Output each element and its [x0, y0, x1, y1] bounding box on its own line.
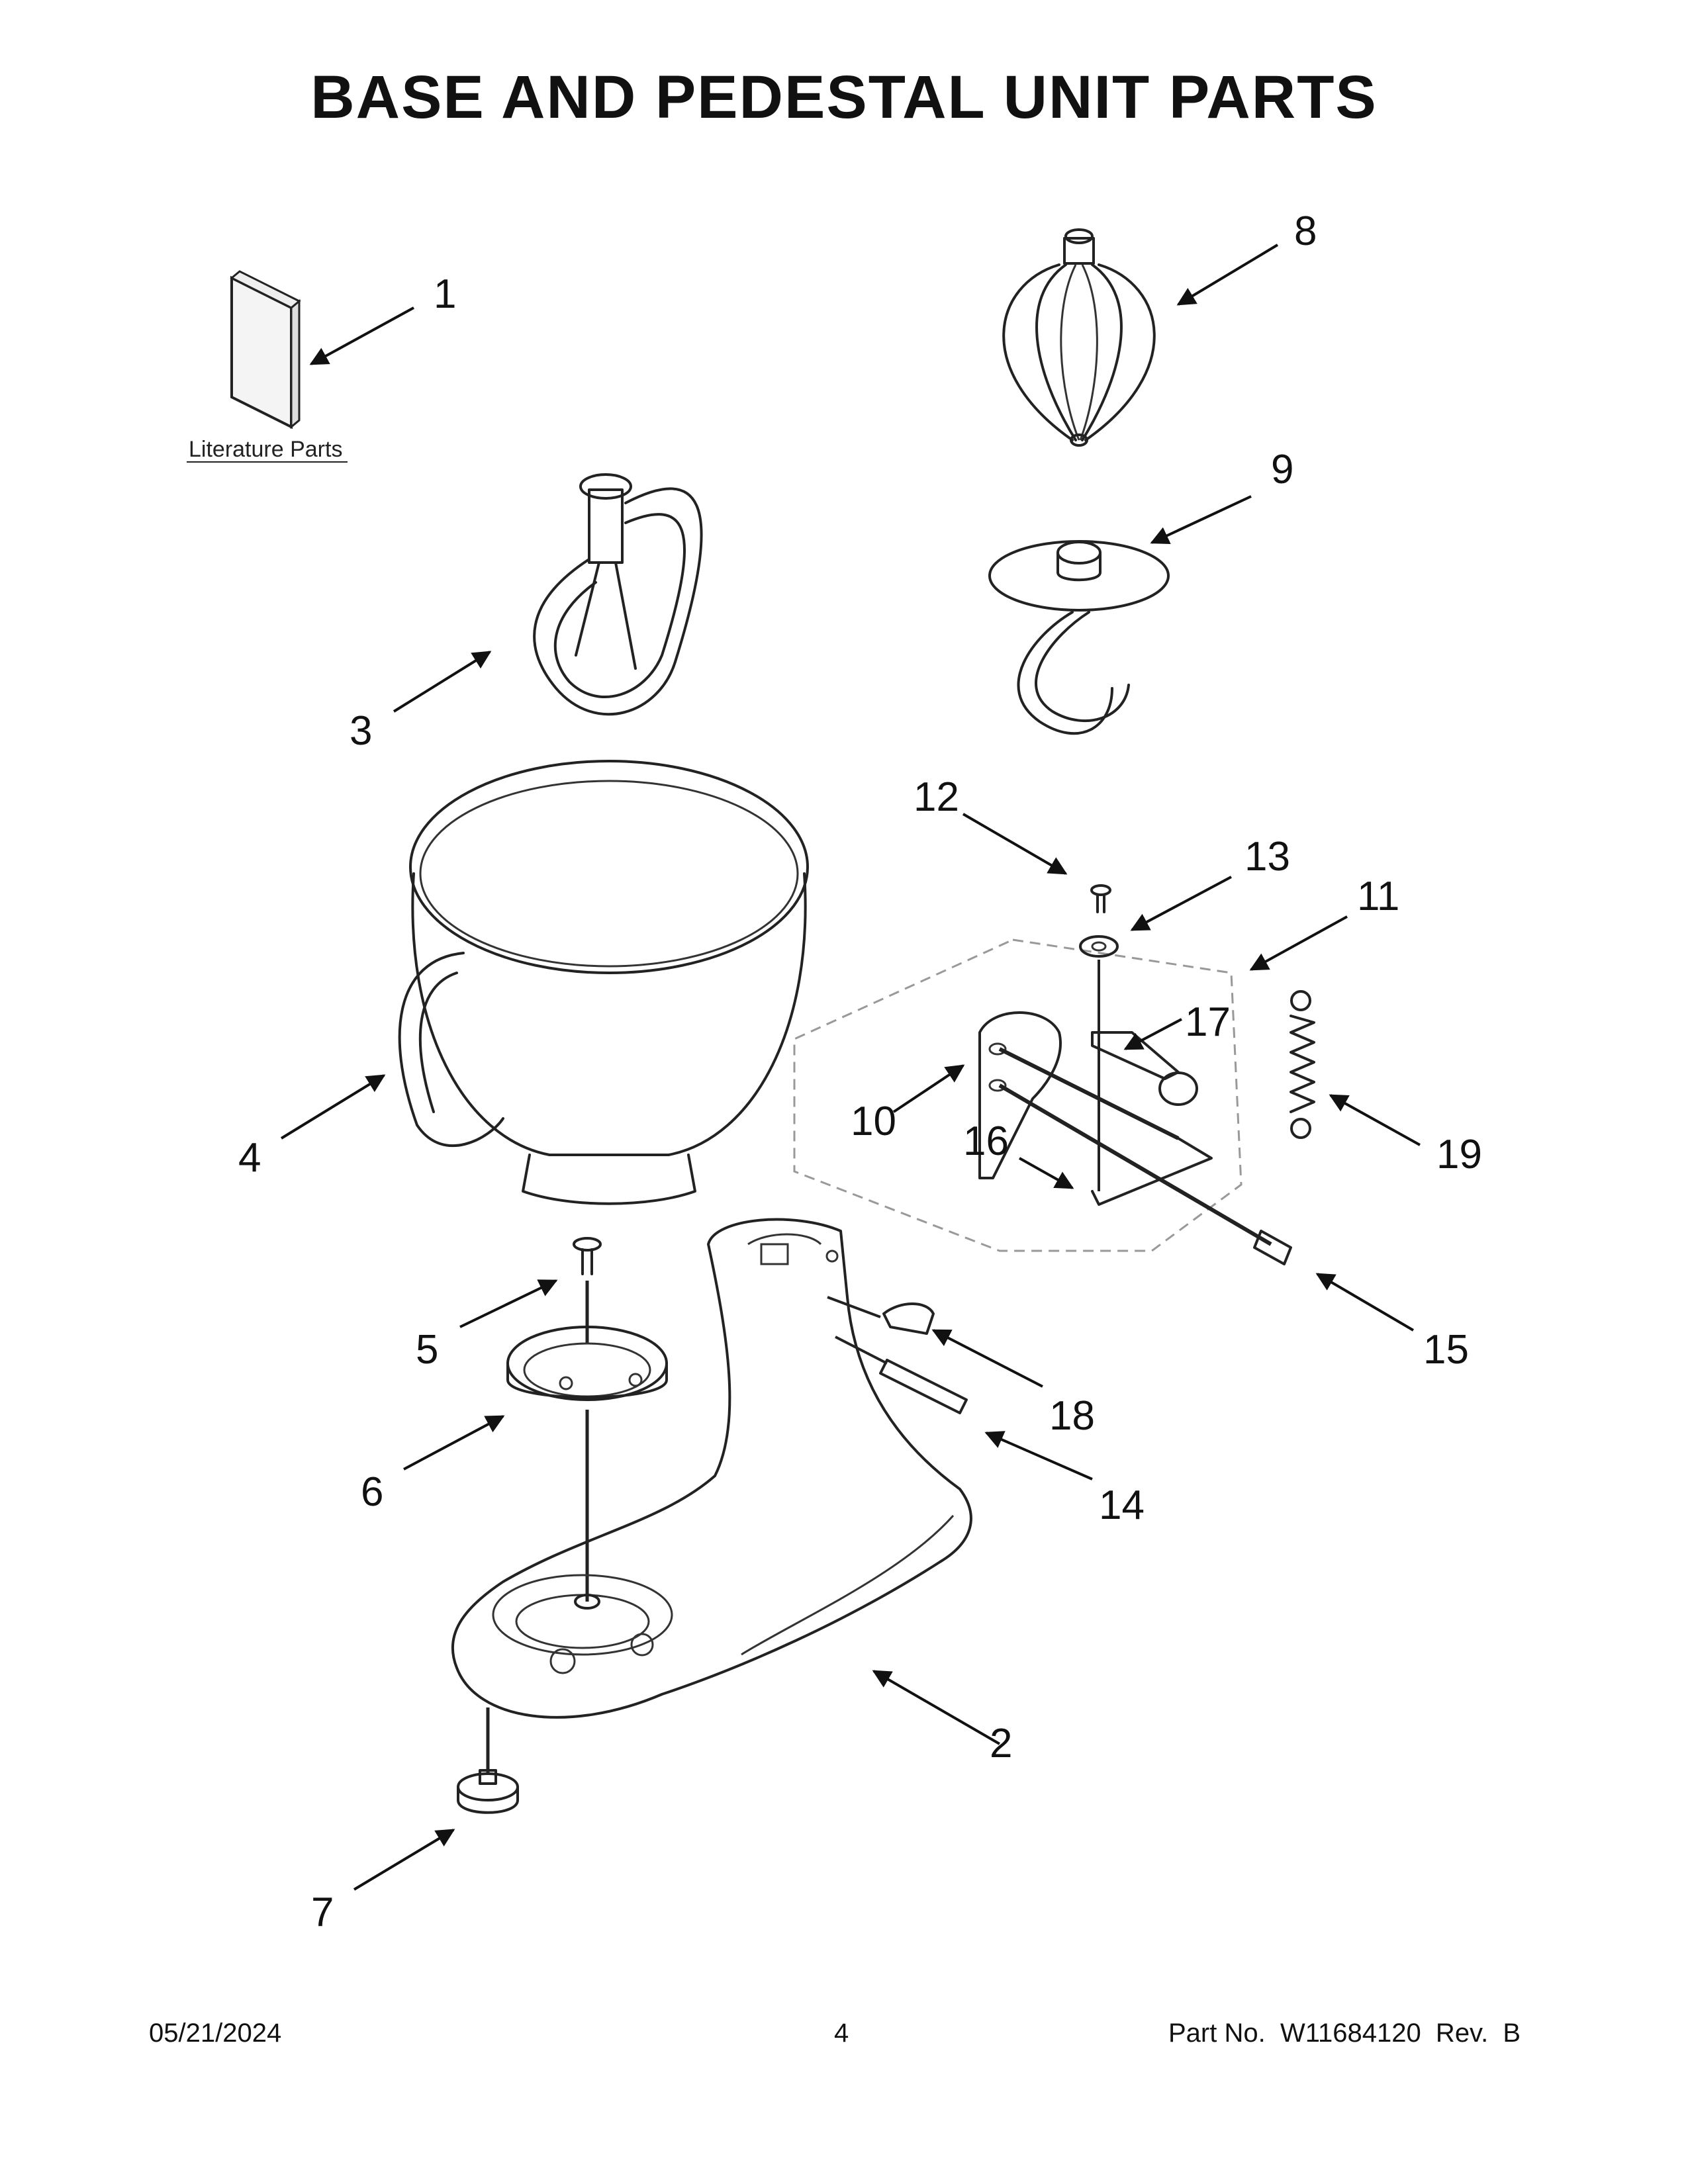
bowl-clamp-screw-part — [573, 1237, 602, 1343]
callout-2: 2 — [990, 1721, 1012, 1766]
lever-part — [1091, 1031, 1198, 1106]
footer-date: 05/21/2024 — [149, 2019, 282, 2048]
callout-3: 3 — [350, 708, 372, 754]
callout-19: 19 — [1436, 1132, 1482, 1177]
washer-part — [1079, 935, 1119, 958]
hinge-pin-part — [998, 1083, 1292, 1265]
callout-5: 5 — [416, 1327, 438, 1373]
callout-15: 15 — [1423, 1327, 1469, 1373]
callout-4: 4 — [238, 1135, 261, 1181]
callout-13: 13 — [1244, 834, 1290, 880]
callout-11: 11 — [1357, 874, 1399, 919]
callout-14: 14 — [1099, 1482, 1145, 1528]
leader-arrows — [280, 244, 1421, 1891]
cover-plate-part — [882, 1302, 935, 1335]
callout-9: 9 — [1271, 447, 1293, 492]
literature-parts-icon — [230, 270, 301, 430]
callout-7: 7 — [311, 1889, 334, 1935]
footer-page-number: 4 — [834, 2019, 849, 2048]
mixing-bowl-part — [398, 760, 809, 1205]
hinge-assembly-outline — [793, 938, 1243, 1252]
callout-16: 16 — [963, 1118, 1009, 1164]
callout-18: 18 — [1049, 1393, 1095, 1439]
pedestal-base-part — [451, 1218, 972, 1719]
callout-1: 1 — [434, 271, 456, 317]
callout-8: 8 — [1294, 208, 1317, 254]
flat-beater-part — [533, 473, 703, 716]
hinge-rod-part — [998, 1047, 1213, 1206]
callout-10: 10 — [851, 1099, 896, 1144]
hinge-pin-long-part — [827, 1296, 968, 1414]
wire-whip-part — [1002, 228, 1156, 447]
page-title: BASE AND PEDESTAL UNIT PARTS — [310, 64, 1378, 131]
dough-hook-part — [988, 540, 1170, 735]
callout-6: 6 — [361, 1469, 383, 1515]
bowl-clamp-plate-part — [506, 1326, 668, 1602]
footer-part-number: Part No. W11684120 Rev. B — [1168, 2019, 1521, 2048]
callout-17: 17 — [1185, 999, 1231, 1045]
hinge-bracket-part — [978, 1011, 1062, 1179]
foot-part — [457, 1707, 519, 1814]
callout-12: 12 — [914, 774, 959, 820]
spring-part — [1289, 990, 1315, 1139]
hinge-screw-part — [1090, 884, 1111, 913]
literature-label: Literature Parts — [189, 437, 342, 462]
